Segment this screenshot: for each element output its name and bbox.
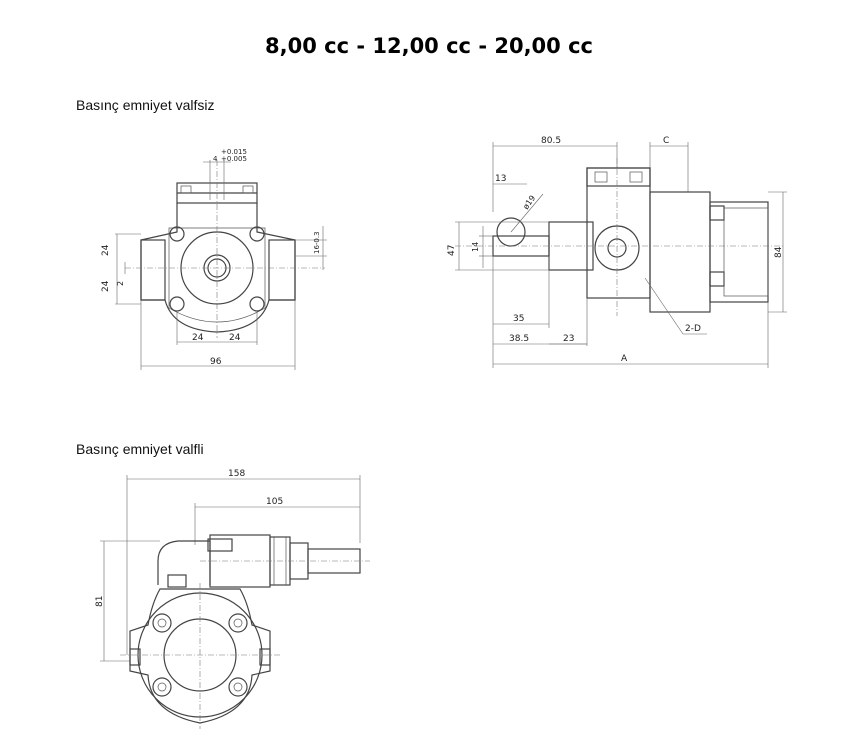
side-dim-47: 47 <box>447 245 457 256</box>
front-dim-tol-lo: +0.005 <box>221 155 247 163</box>
pump-side-view-drawing: 80.5 C 13 ø19 47 14 84 35 38.5 23 2- <box>447 136 787 368</box>
front-dim-tol-key: 4 <box>213 155 218 163</box>
valve-dim-81: 81 <box>95 596 105 607</box>
side-dim-38-5: 38.5 <box>509 334 529 344</box>
valve-dim-105: 105 <box>266 497 283 507</box>
front-dim-24-b: 24 <box>101 280 111 292</box>
front-dim-24-d: 24 <box>229 333 241 343</box>
pump-with-valve-drawing: 158 105 81 <box>95 469 370 729</box>
front-dim-96: 96 <box>210 357 222 367</box>
section-label-with-relief-valve: Basınç emniyet valfli <box>76 441 204 457</box>
side-dim-35: 35 <box>513 314 524 324</box>
side-dim-C: C <box>663 136 669 146</box>
front-dim-16-tol: 16-0.3 <box>313 231 321 254</box>
side-dim-23: 23 <box>563 334 574 344</box>
pump-front-view-drawing: +0.015 +0.005 4 24 24 2 16-0.3 24 24 96 <box>101 148 327 370</box>
front-dim-tol-hi: +0.015 <box>221 148 247 156</box>
side-dim-14: 14 <box>471 242 480 252</box>
front-dim-24-a: 24 <box>101 244 111 256</box>
side-dim-80-5: 80.5 <box>541 136 561 146</box>
side-dim-dia19: ø19 <box>521 194 537 212</box>
side-dim-2-D: 2-D <box>685 324 701 334</box>
section-label-without-relief-valve: Basınç emniyet valfsiz <box>76 97 215 113</box>
page-title: 8,00 cc - 12,00 cc - 20,00 cc <box>265 34 593 58</box>
valve-dim-158: 158 <box>228 469 245 479</box>
front-dim-24-c: 24 <box>192 333 204 343</box>
side-dim-A: A <box>621 354 628 364</box>
side-dim-13: 13 <box>495 174 506 184</box>
side-dim-84: 84 <box>774 246 784 258</box>
front-dim-2: 2 <box>116 281 125 286</box>
